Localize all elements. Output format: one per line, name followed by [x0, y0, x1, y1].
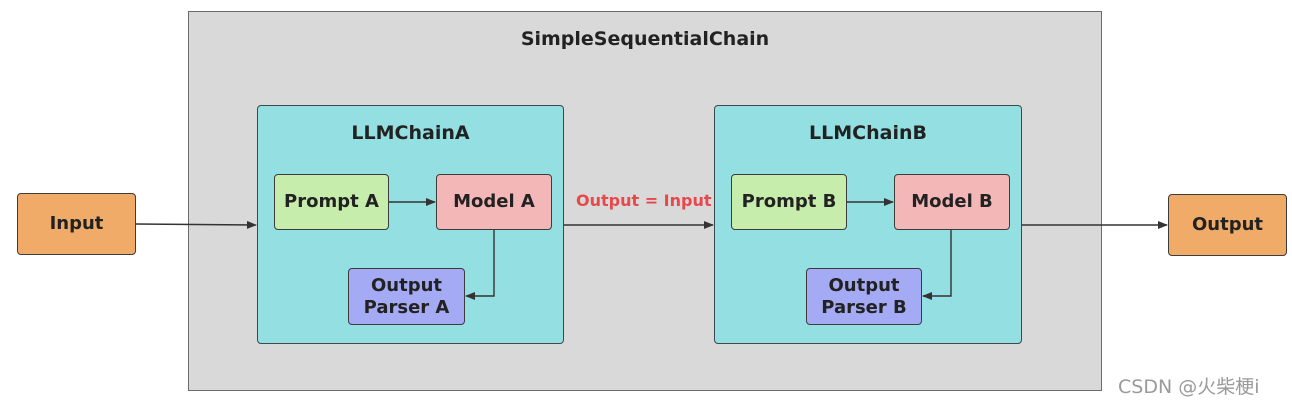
output-node: Output: [1168, 194, 1287, 256]
model-a-node: Model A: [436, 174, 552, 230]
output-parser-b-node: Output Parser B: [806, 268, 922, 325]
chain-link-label: Output = Input: [576, 191, 712, 210]
model-b-node: Model B: [894, 174, 1010, 230]
prompt-b-node: Prompt B: [731, 174, 847, 230]
llm-chain-a-title: LLMChainA: [351, 122, 470, 144]
prompt-a-node: Prompt A: [274, 174, 389, 230]
watermark: CSDN @火柴梗i: [1118, 376, 1260, 398]
input-node: Input: [17, 193, 136, 255]
simple-sequential-chain-title: SimpleSequentialChain: [520, 28, 770, 50]
output-parser-a-node: Output Parser A: [348, 268, 465, 325]
llm-chain-b-title: LLMChainB: [809, 122, 927, 144]
